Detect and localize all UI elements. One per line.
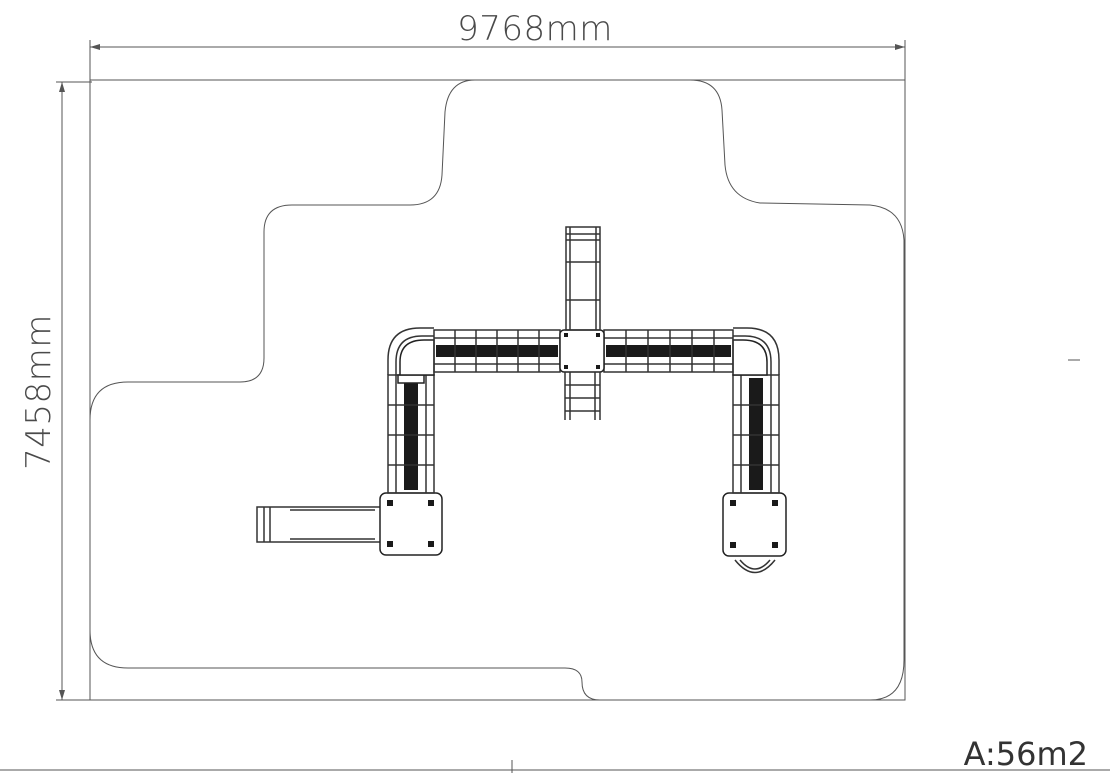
width-label: 9768mm bbox=[457, 9, 613, 49]
slide bbox=[256, 506, 383, 543]
top-left-bridge bbox=[433, 329, 561, 373]
height-dimension: 7458mm bbox=[19, 81, 92, 701]
center-platform bbox=[559, 329, 605, 373]
site-boundary bbox=[89, 79, 906, 701]
left-corner bbox=[387, 327, 435, 376]
height-label: 7458mm bbox=[19, 314, 59, 470]
width-dimension: 9768mm bbox=[89, 9, 906, 80]
bottom-ladder bbox=[564, 372, 601, 420]
right-bridge bbox=[732, 374, 780, 494]
top-ladder bbox=[565, 226, 601, 331]
top-right-bridge bbox=[603, 329, 734, 373]
left-bridge bbox=[387, 374, 435, 494]
safety-zone-outline bbox=[89, 79, 905, 701]
left-platform bbox=[379, 492, 443, 556]
area-label: A:56m2 bbox=[964, 735, 1088, 773]
bottom-baseline bbox=[0, 760, 1110, 773]
right-corner bbox=[732, 327, 780, 376]
right-platform bbox=[722, 492, 787, 574]
